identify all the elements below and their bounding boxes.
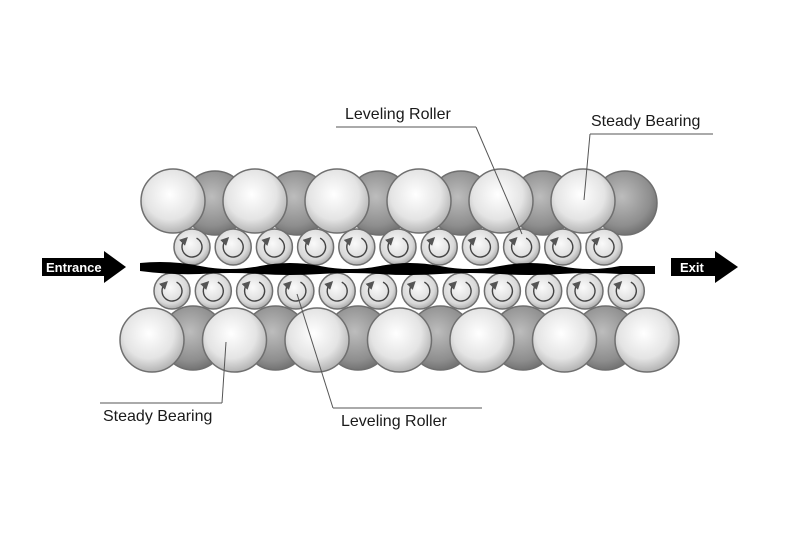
steady-bearing xyxy=(222,168,288,234)
rotation-arrow-icon xyxy=(448,280,472,302)
leveling-roller xyxy=(296,228,335,266)
entrance-label: Entrance xyxy=(46,260,102,275)
leveling-roller xyxy=(338,228,376,266)
rotation-arrow-icon xyxy=(406,280,431,302)
leveling-roller xyxy=(566,272,604,310)
callout-steady-bearing-top: Steady Bearing xyxy=(583,113,713,201)
callout-leveling-roller-top: Leveling Roller xyxy=(336,106,523,235)
leveling-roller-top-label: Leveling Roller xyxy=(345,106,452,123)
steady-bearing xyxy=(550,168,616,234)
rotation-arrow-icon xyxy=(530,280,555,302)
steady-bearing xyxy=(284,307,350,373)
callout-leveling-roller-bottom: Leveling Roller xyxy=(296,293,482,430)
bottom-leveling-rollers xyxy=(153,272,646,310)
entrance-arrow: Entrance xyxy=(42,251,126,283)
exit-arrow: Exit xyxy=(671,251,738,283)
leveling-roller xyxy=(585,228,623,266)
rotation-arrow-icon xyxy=(324,280,348,302)
rotation-arrow-icon xyxy=(261,236,286,258)
leveling-roller xyxy=(502,228,541,266)
leveling-roller xyxy=(235,272,274,310)
rotation-arrow-icon xyxy=(282,280,307,302)
steady-bearing-top-label: Steady Bearing xyxy=(591,113,700,130)
leveling-roller xyxy=(277,272,315,310)
leveling-roller xyxy=(483,272,522,310)
rotation-arrow-icon xyxy=(508,236,533,258)
rotation-arrow-icon xyxy=(426,236,450,258)
steady-bearing xyxy=(366,307,433,373)
leveling-roller xyxy=(379,228,417,266)
leveling-roller xyxy=(153,272,191,310)
rotation-arrow-icon xyxy=(365,280,390,302)
leveling-roller xyxy=(524,272,563,310)
rotation-arrow-icon xyxy=(613,280,637,302)
leveling-roller xyxy=(194,272,233,310)
steady-bearing xyxy=(468,168,534,234)
top-leveling-rollers xyxy=(173,228,623,266)
leveling-roller xyxy=(461,228,500,266)
rotation-arrow-icon xyxy=(489,280,514,302)
steady-bearing xyxy=(304,168,370,234)
leveling-roller-bottom-label: Leveling Roller xyxy=(341,413,448,430)
leveling-roller xyxy=(544,228,582,266)
top-steady-bearings xyxy=(140,168,616,234)
bottom-steady-bearings xyxy=(119,307,680,373)
leveling-roller xyxy=(420,228,458,266)
exit-label: Exit xyxy=(680,260,705,275)
steady-bearing xyxy=(140,168,206,234)
rotation-arrow-icon xyxy=(384,236,409,258)
callout-steady-bearing-bottom: Steady Bearing xyxy=(100,341,227,425)
steady-bearing xyxy=(119,307,185,373)
rotation-arrow-icon xyxy=(220,236,244,258)
leveling-roller xyxy=(214,228,252,266)
rotation-arrow-icon xyxy=(467,236,492,258)
steady-bearing xyxy=(201,307,268,373)
rotation-arrow-icon xyxy=(200,280,224,302)
rotation-arrow-icon xyxy=(590,236,615,258)
leveling-roller xyxy=(173,228,211,266)
leveling-roller xyxy=(401,272,439,310)
leveling-roller xyxy=(442,272,480,310)
leveling-roller xyxy=(607,272,646,310)
rotation-arrow-icon xyxy=(178,236,203,258)
rotation-arrow-icon xyxy=(241,280,266,302)
steady-bearing xyxy=(614,307,680,373)
leveling-roller xyxy=(359,272,398,310)
steady-bearing xyxy=(386,168,452,234)
rotation-arrow-icon xyxy=(343,236,368,258)
leveling-roller xyxy=(255,228,294,266)
rotation-arrow-icon xyxy=(549,236,574,258)
rotation-arrow-icon xyxy=(571,280,596,302)
rotation-arrow-icon xyxy=(158,280,183,302)
rotation-arrow-icon xyxy=(302,236,327,258)
steady-bearing xyxy=(531,307,598,373)
steady-bearing-bottom-label: Steady Bearing xyxy=(103,408,212,425)
steady-bearing xyxy=(449,307,515,373)
metal-strip xyxy=(140,262,655,275)
leveling-roller xyxy=(318,272,356,310)
